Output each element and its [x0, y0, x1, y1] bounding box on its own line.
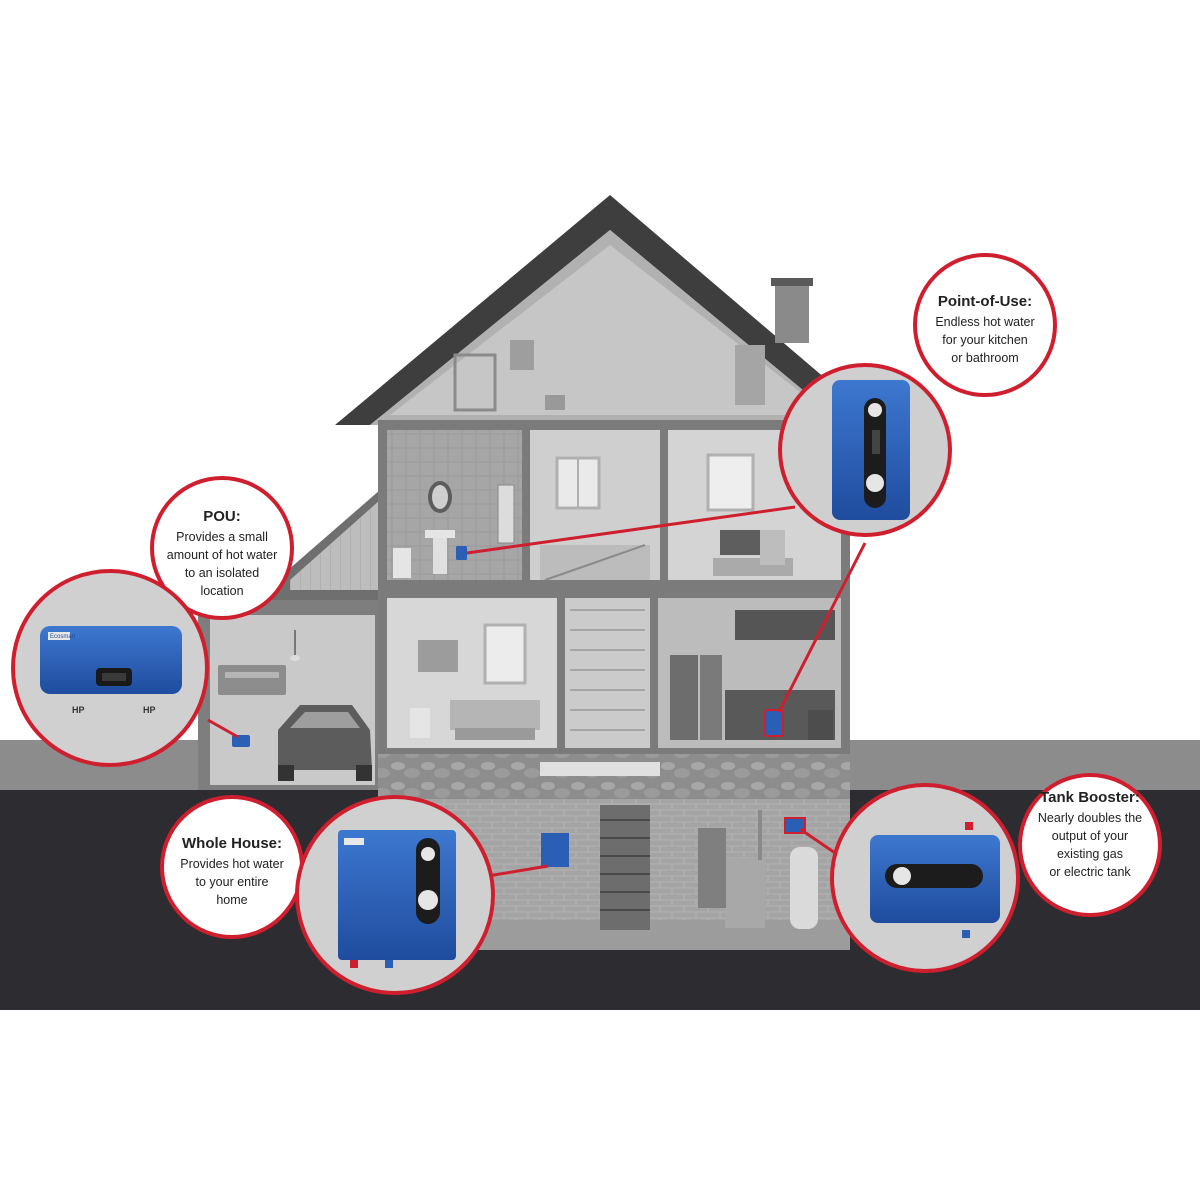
basement-stairs — [600, 805, 650, 930]
stair-room — [565, 598, 650, 748]
callout-line: location — [200, 584, 243, 598]
furnace — [725, 858, 765, 928]
pou-heater — [40, 626, 182, 694]
callout-line: Endless hot water — [935, 315, 1034, 329]
foundation — [378, 754, 850, 799]
water-tank — [790, 847, 818, 929]
callout-line: Nearly doubles the — [1038, 811, 1142, 825]
basement-whole-house-unit — [541, 833, 569, 867]
callout-line: or bathroom — [951, 351, 1018, 365]
brand-label: Ecosmart — [50, 634, 76, 640]
callout-title: Point-of-Use: — [938, 293, 1032, 310]
callout-line: to your entire — [196, 875, 269, 889]
kitchen-unit — [764, 709, 784, 737]
whole-house-product-bubble — [295, 795, 495, 995]
callout-line: amount of hot water — [167, 548, 277, 562]
pou-left-label: HP — [72, 705, 85, 715]
callout-line: output of your — [1052, 829, 1128, 843]
connector-lines — [207, 505, 867, 878]
tank-booster-product-bubble — [830, 783, 1020, 973]
pou-right-label: HP — [143, 705, 156, 715]
callout-line: to an isolated — [185, 566, 259, 580]
callout-title: Tank Booster: — [1040, 789, 1140, 806]
callout-line: Provides a small — [176, 530, 268, 544]
callout-tank-booster: Tank Booster: Nearly doubles the output … — [1018, 773, 1162, 917]
callout-line: Provides hot water — [180, 857, 284, 871]
bathroom-unit — [456, 546, 467, 560]
callout-line: for your kitchen — [942, 333, 1028, 347]
point-of-use-product-bubble — [778, 363, 952, 537]
garage-pou-unit — [232, 735, 250, 747]
callout-title: Whole House: — [182, 835, 282, 852]
car — [278, 705, 372, 781]
callout-point-of-use: Point-of-Use: Endless hot water for your… — [913, 253, 1057, 397]
callout-whole-house: Whole House: Provides hot water to your … — [160, 795, 304, 939]
callout-pou: POU: Provides a small amount of hot wate… — [150, 476, 294, 620]
callout-line: existing gas — [1057, 847, 1123, 861]
pou-product-bubble: Ecosmart HP HP — [11, 569, 209, 767]
callout-title: POU: — [203, 508, 241, 525]
callout-line: or electric tank — [1049, 865, 1131, 879]
callout-line: home — [216, 893, 247, 907]
chimney — [775, 283, 809, 343]
